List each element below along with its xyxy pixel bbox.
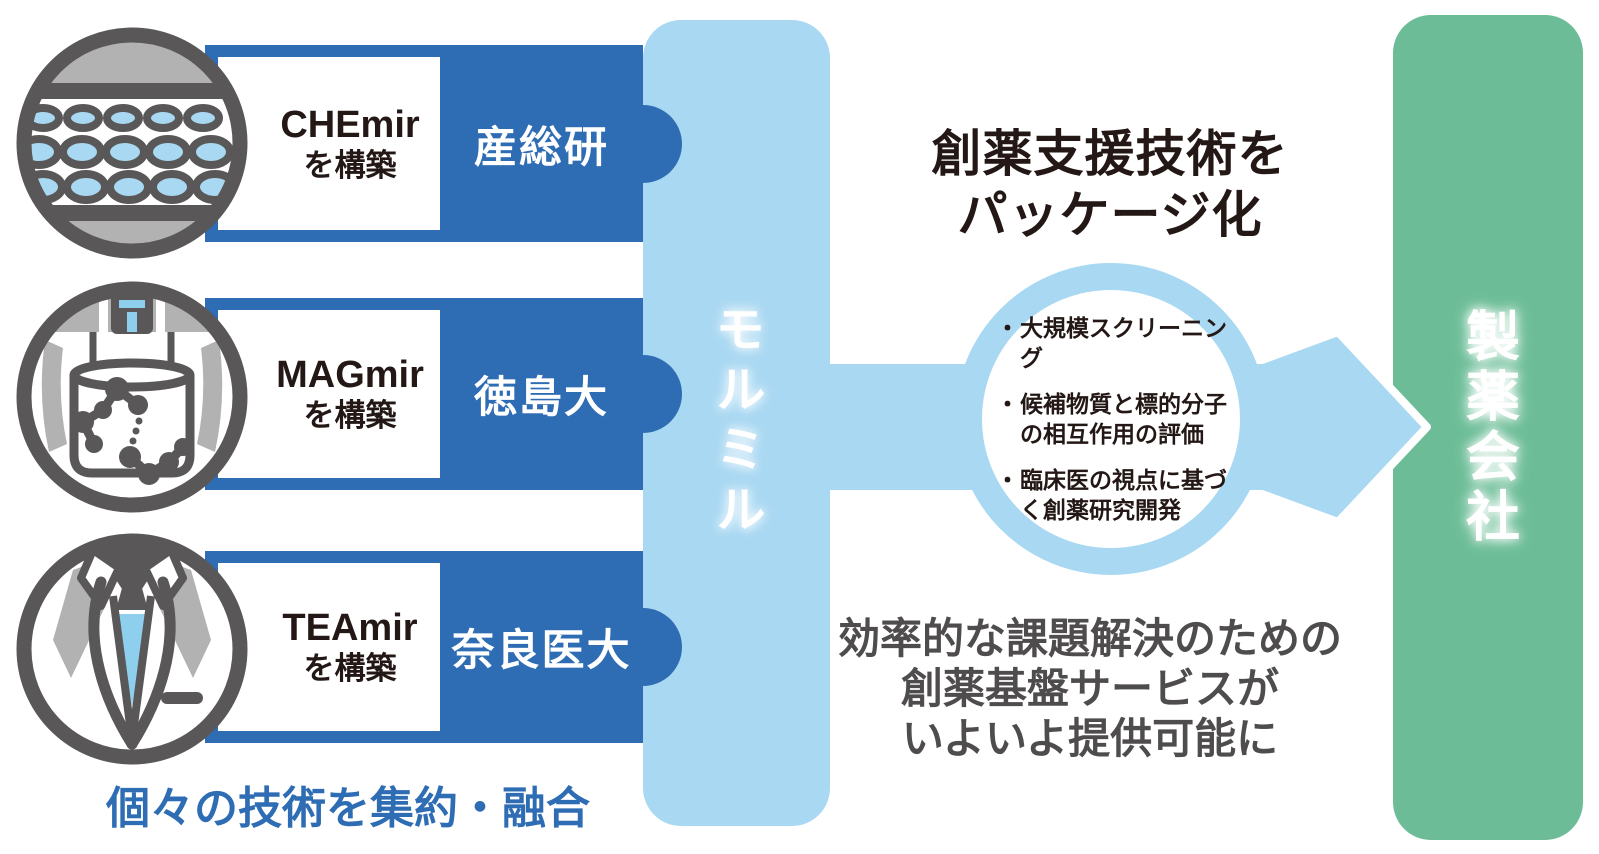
mormil-label: モルミル — [708, 303, 765, 543]
tech-row-chemir: CHEmir を構築 産総研 — [205, 45, 682, 242]
org-label: 徳島大 — [474, 374, 609, 422]
clinician-icon — [16, 533, 248, 765]
microplate-icon — [16, 27, 248, 259]
tech-name: CHEmir — [280, 103, 420, 146]
connector-bump — [604, 105, 682, 183]
tech-box: TEAmir を構築 — [218, 563, 440, 731]
tech-name: TEAmir — [282, 607, 418, 649]
package-circle: ・ 大規模スクリーニング ・ 候補物質と標的分子の相互作用の評価 ・ 臨床医の視… — [955, 263, 1267, 575]
list-item: ・ 臨床医の視点に基づく創薬研究開発 — [982, 465, 1240, 525]
tech-row-magmir: MAGmir を構築 徳島大 — [205, 298, 682, 490]
list-item-text: 候補物質と標的分子の相互作用の評価 — [1020, 391, 1227, 447]
list-item: ・ 候補物質と標的分子の相互作用の評価 — [982, 389, 1240, 449]
headline-line1: 創薬支援技術を — [931, 126, 1289, 182]
tech-box: MAGmir を構築 — [218, 310, 440, 478]
tech-suffix: を構築 — [303, 398, 397, 433]
tech-suffix: を構築 — [303, 651, 397, 686]
bullet-icon: ・ — [996, 467, 1019, 493]
connector-bump — [604, 355, 682, 433]
bottom-caption-line3: いよいよ提供可能に — [901, 715, 1279, 762]
pharma-company-label: 製薬会社 — [1457, 307, 1518, 548]
list-item: ・ 大規模スクリーニング — [982, 313, 1240, 373]
bottom-caption-line1: 効率的な課題解決のための — [837, 615, 1342, 662]
connector-bump — [604, 608, 682, 686]
headline: 創薬支援技術を パッケージ化 — [860, 124, 1360, 246]
sample-container-icon — [16, 281, 248, 513]
list-item-text: 大規模スクリーニング — [1020, 315, 1227, 371]
tech-row-teamir: TEAmir を構築 奈良医大 — [205, 551, 682, 743]
tech-box: CHEmir を構築 — [218, 57, 440, 230]
bottom-caption: 効率的な課題解決のための 創薬基盤サービスが いよいよ提供可能に — [830, 614, 1350, 764]
bottom-caption-line2: 創薬基盤サービスが — [900, 665, 1279, 712]
left-caption: 個々の技術を集約・融合 — [106, 784, 590, 833]
headline-line2: パッケージ化 — [957, 187, 1263, 243]
org-label: 産総研 — [474, 123, 609, 172]
tech-name: MAGmir — [276, 354, 424, 396]
bullet-icon: ・ — [996, 391, 1019, 417]
org-label: 奈良医大 — [451, 627, 632, 675]
list-item-text: 臨床医の視点に基づく創薬研究開発 — [1020, 467, 1227, 523]
bullet-icon: ・ — [996, 315, 1019, 341]
tech-suffix: を構築 — [303, 147, 397, 183]
